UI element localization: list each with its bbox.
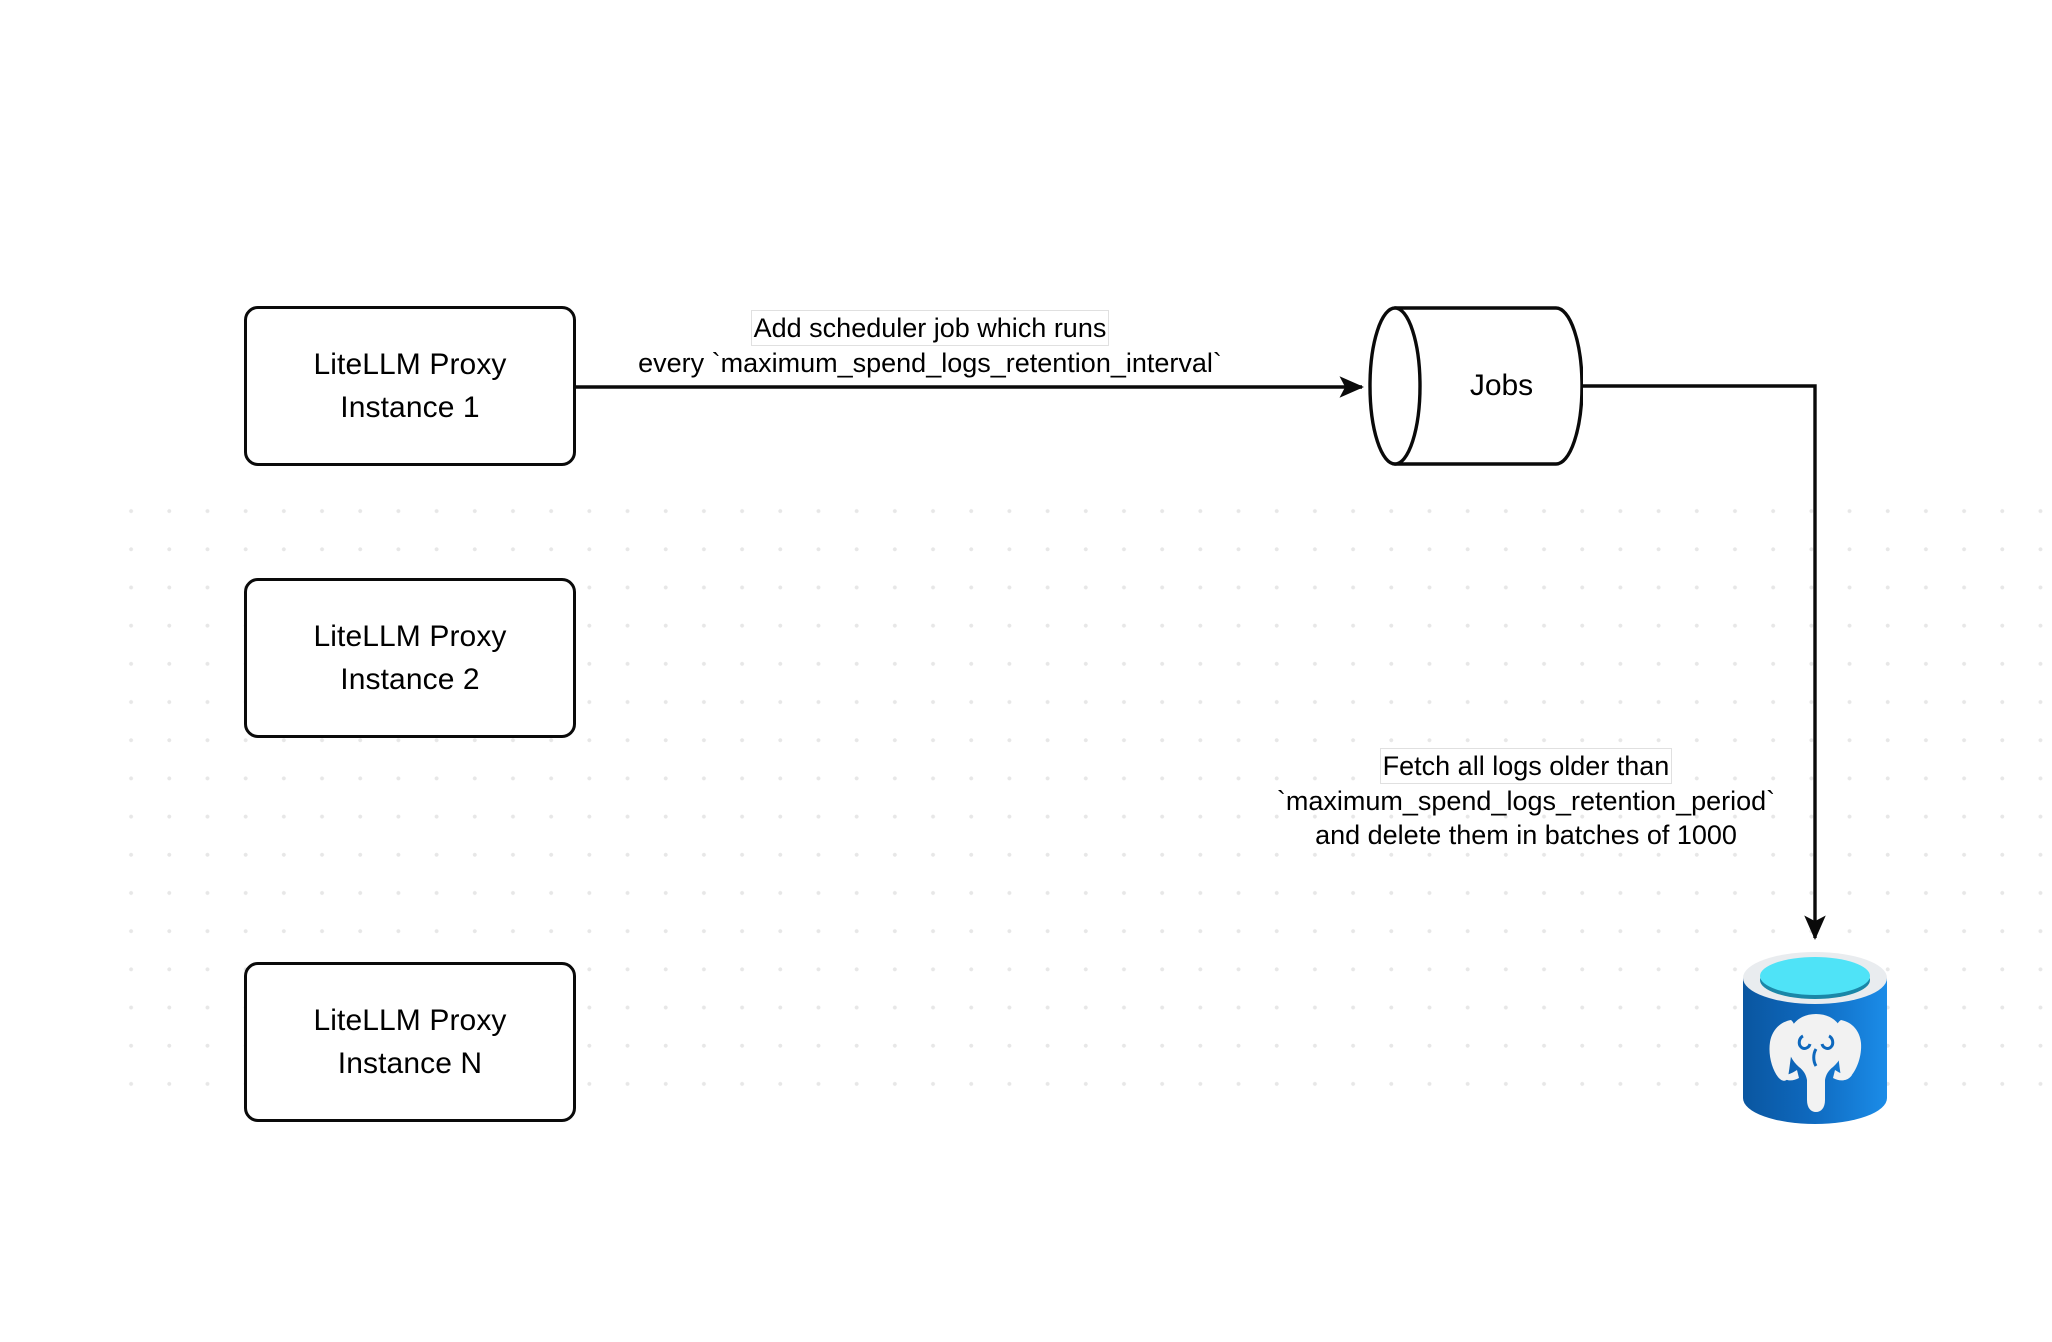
- edge-label-line: Add scheduler job which runs: [750, 310, 1110, 346]
- postgres-elephant-detail: [1797, 1034, 1835, 1067]
- node-litellm-proxy-instance-2[interactable]: LiteLLM Proxy Instance 2: [244, 578, 576, 738]
- node-label-line: LiteLLM Proxy: [313, 348, 507, 381]
- node-label-line: LiteLLM Proxy: [313, 1004, 507, 1037]
- db-liquid-surface: [1760, 957, 1870, 995]
- edge-label-line: and delete them in batches of 1000: [1315, 820, 1737, 850]
- node-label-line: Instance N: [337, 1047, 483, 1080]
- edge-label-line: `maximum_spend_logs_retention_period`: [1276, 786, 1776, 816]
- edge-label-line: every `maximum_spend_logs_retention_inte…: [638, 348, 1222, 378]
- cylinder-shape: [1368, 306, 1583, 466]
- node-jobs-queue[interactable]: Jobs: [1368, 305, 1583, 467]
- edge-label-add-scheduler-job: Add scheduler job which runs every `maxi…: [580, 310, 1280, 380]
- node-label-line: LiteLLM Proxy: [313, 620, 507, 653]
- postgres-database-icon[interactable]: [1737, 948, 1893, 1128]
- node-litellm-proxy-instance-n[interactable]: LiteLLM Proxy Instance N: [244, 962, 576, 1122]
- node-label-line: Instance 1: [340, 391, 480, 424]
- edge-label-line: Fetch all logs older than: [1379, 748, 1673, 784]
- edge-label-fetch-and-delete-logs: Fetch all logs older than `maximum_spend…: [1236, 748, 1816, 852]
- node-jobs-label: Jobs: [1469, 369, 1534, 402]
- node-litellm-proxy-instance-1[interactable]: LiteLLM Proxy Instance 1: [244, 306, 576, 466]
- node-label-line: Instance 2: [340, 663, 480, 696]
